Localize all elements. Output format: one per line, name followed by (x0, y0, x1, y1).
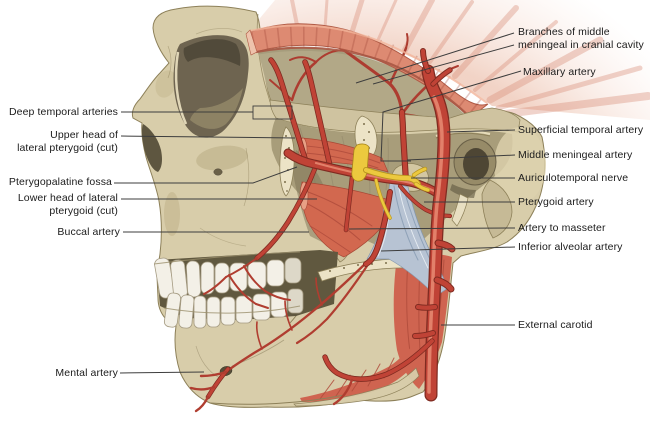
label-mental-artery: Mental artery (55, 367, 118, 379)
label-artery-to-masseter: Artery to masseter (518, 222, 606, 234)
ear-region (435, 127, 546, 239)
leader-lines (114, 32, 522, 374)
teeth-upper (154, 257, 302, 299)
mastoid-process (481, 179, 513, 239)
auriculotemporal-nerve-graphic (351, 143, 431, 220)
label-branches-middle-meningeal: Branches of middle meningeal in cranial … (518, 26, 644, 51)
label-superficial-temporal-artery: Superficial temporal artery (518, 124, 644, 136)
pterygopalatine-fossa-cut (279, 126, 295, 197)
masseteric-artery-graphic (343, 175, 355, 233)
middle-meningeal-artery-graphic (398, 108, 410, 186)
label-maxillary-artery: Maxillary artery (523, 66, 596, 78)
label-buccal-artery: Buccal artery (57, 226, 120, 238)
deep-temporal-arteries-graphic (268, 57, 333, 169)
cut-calvaria-band (245, 23, 489, 119)
label-deep-temporal-arteries: Deep temporal arteries (9, 106, 118, 118)
label-pterygoid-artery: Pterygoid artery (518, 196, 594, 208)
buccal-artery-graphic (203, 163, 319, 309)
inferior-alveolar-canal-graphic (228, 261, 368, 371)
temporalis-rays (250, 0, 650, 120)
deep-temporal-bracket (252, 105, 293, 120)
label-middle-meningeal-artery: Middle meningeal artery (518, 149, 633, 161)
label-auriculotemporal-nerve: Auriculotemporal nerve (518, 172, 629, 184)
mental-artery-graphic (189, 366, 231, 413)
label-upper-head-lateral-pterygoid: Upper head of lateral pterygoid (cut) (17, 129, 118, 154)
label-pterygopalatine-fossa: Pterygopalatine fossa (8, 176, 112, 188)
mylohyoid-artery-graphic (295, 261, 371, 345)
infraorbital-foramen (213, 168, 223, 176)
mouth-and-teeth (153, 250, 338, 329)
external-carotid-graphic (322, 48, 456, 406)
teeth-lower (163, 288, 304, 329)
label-external-carotid: External carotid (518, 319, 593, 331)
label-lower-head-lateral-pterygoid: Lower head of lateral pterygoid (cut) (17, 192, 118, 217)
label-inferior-alveolar-artery: Inferior alveolar artery (518, 241, 623, 253)
